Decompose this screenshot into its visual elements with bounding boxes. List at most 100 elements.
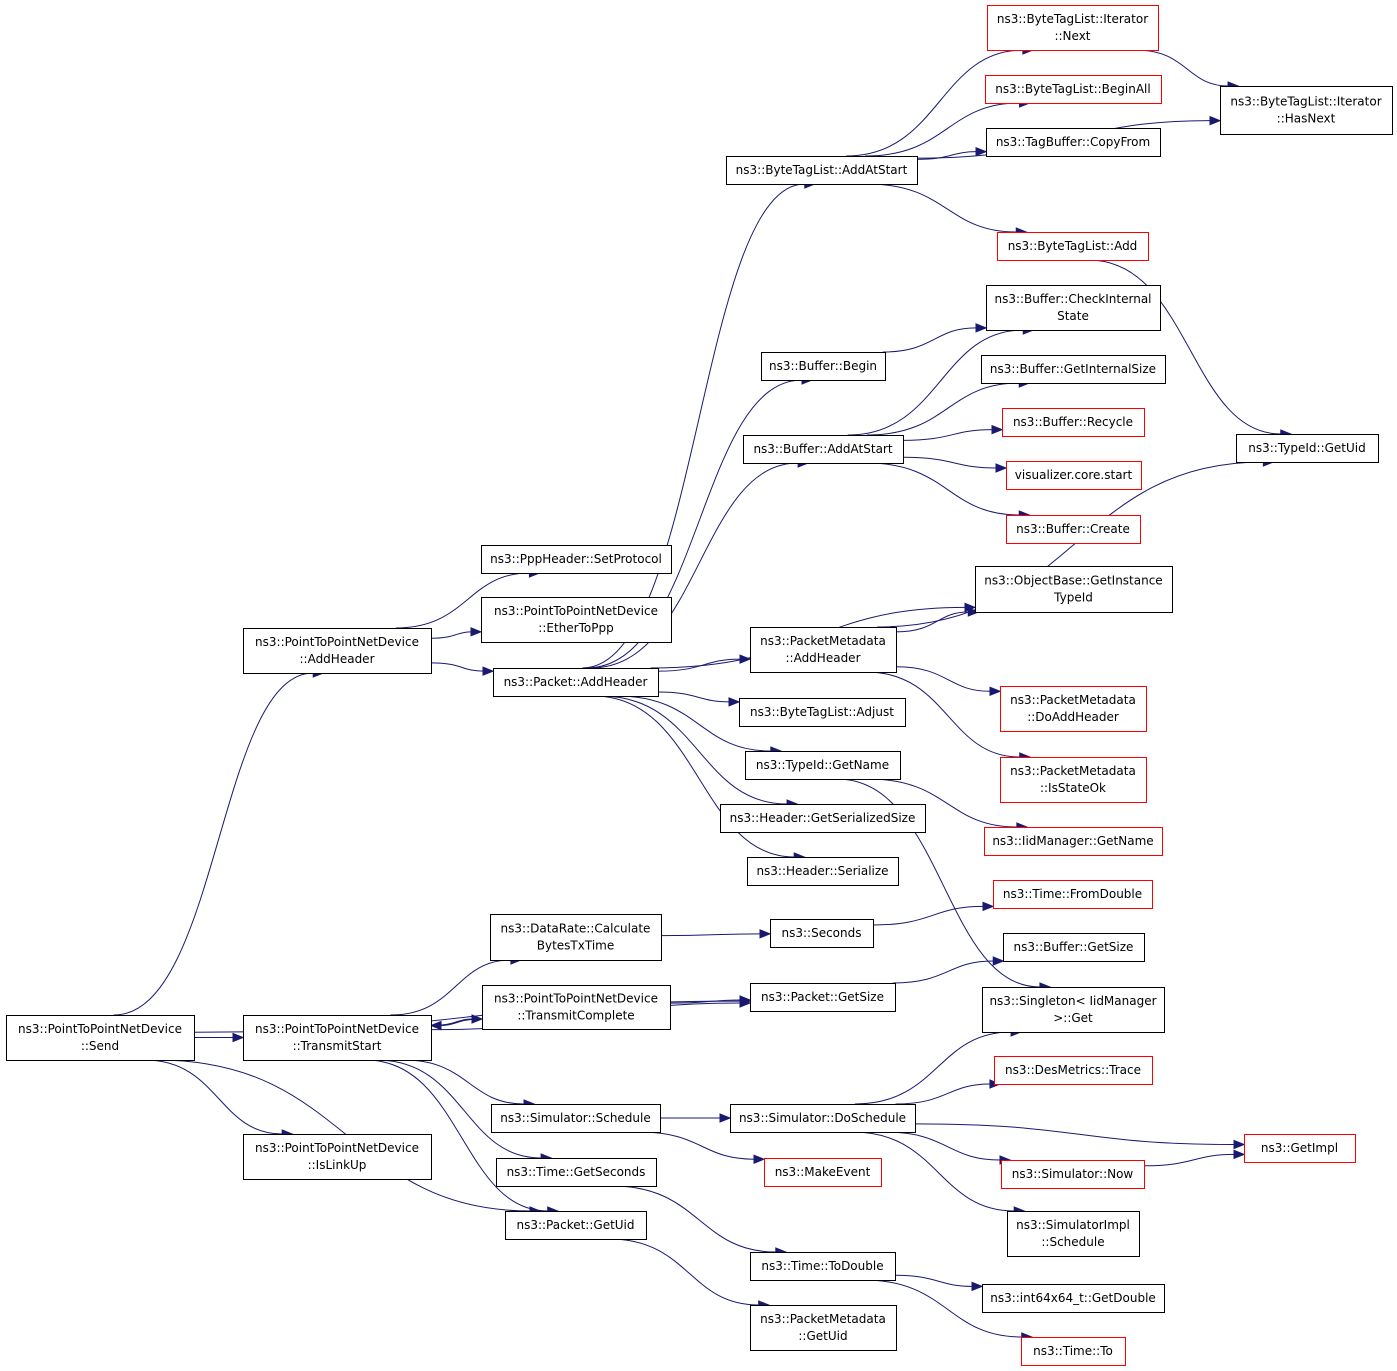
node-box [1006, 461, 1142, 490]
node-islinkup[interactable]: ns3::PointToPointNetDevice::IsLinkUp [243, 1134, 432, 1180]
node-label-line: BytesTxTime [537, 939, 614, 953]
edge-arrowhead-buffer-getsize [992, 956, 1005, 966]
node-buffer-addatstart[interactable]: ns3::Buffer::AddAtStart [743, 435, 904, 464]
node-buffer-recycle[interactable]: ns3::Buffer::Recycle [1002, 408, 1145, 437]
node-btl-beginall[interactable]: ns3::ByteTagList::BeginAll [985, 75, 1162, 104]
edge-arrowhead-sim-doschedule [719, 1113, 732, 1123]
node-box [743, 435, 904, 464]
node-box [720, 804, 926, 833]
node-transmitstart[interactable]: ns3::PointToPointNetDevice::TransmitStar… [243, 1015, 432, 1061]
node-sim-schedule[interactable]: ns3::Simulator::Schedule [491, 1104, 661, 1133]
node-transmitcomplete[interactable]: ns3::PointToPointNetDevice::TransmitComp… [482, 985, 671, 1030]
node-btl-adjust[interactable]: ns3::ByteTagList::Adjust [739, 698, 906, 727]
edge-btl-add-to-typeid-getuid [1088, 259, 1281, 435]
edge-sim-doschedule-to-simimpl-schedule [852, 1131, 1015, 1212]
node-box [493, 668, 659, 697]
edge-buffer-addatstart-to-buffer-checkinternal [847, 329, 1024, 436]
node-box [985, 75, 1162, 104]
node-sim-now[interactable]: ns3::Simulator::Now [1001, 1160, 1145, 1189]
node-time-fromdouble[interactable]: ns3::Time::FromDouble [993, 880, 1153, 909]
node-int64-getdouble[interactable]: ns3::int64x64_t::GetDouble [982, 1284, 1165, 1313]
edge-sim-doschedule-to-desmetrics-trace [895, 1083, 990, 1105]
node-pm-isstateok[interactable]: ns3::PacketMetadata::IsStateOk [1000, 757, 1147, 803]
edge-packet-addheader-to-btl-adjust [657, 691, 730, 703]
node-buffer-getinternalsize[interactable]: ns3::Buffer::GetInternalSize [981, 355, 1166, 384]
node-label-line: ::HasNext [1277, 112, 1336, 126]
node-time-getseconds[interactable]: ns3::Time::GetSeconds [496, 1158, 657, 1187]
node-sim-doschedule[interactable]: ns3::Simulator::DoSchedule [730, 1104, 916, 1133]
edge-sim-doschedule-to-getimpl [914, 1123, 1235, 1146]
node-p2p-addheader[interactable]: ns3::PointToPointNetDevice::AddHeader [243, 628, 432, 674]
node-desmetrics-trace[interactable]: ns3::DesMetrics::Trace [994, 1056, 1153, 1085]
node-time-todouble[interactable]: ns3::Time::ToDouble [750, 1252, 896, 1281]
node-packet-addheader[interactable]: ns3::Packet::AddHeader [493, 668, 659, 697]
node-label-line: ::GetUid [798, 1329, 847, 1343]
edge-transmitcomplete-to-transmitstart [440, 1018, 483, 1026]
node-pm-addheader[interactable]: ns3::PacketMetadata::AddHeader [750, 627, 897, 673]
node-box [1000, 757, 1147, 803]
node-btl-add[interactable]: ns3::ByteTagList::Add [997, 232, 1149, 261]
node-box [490, 914, 662, 961]
node-btl-it-next[interactable]: ns3::ByteTagList::Iterator::Next [987, 5, 1159, 51]
node-send[interactable]: ns3::PointToPointNetDevice::Send [6, 1015, 195, 1061]
edge-arrowhead-btl-adjust [728, 697, 741, 707]
node-label-line: ns3::Packet::GetSize [761, 990, 884, 1004]
node-makeevent[interactable]: ns3::MakeEvent [764, 1158, 882, 1187]
edge-transmitstart-to-sim-schedule [403, 1059, 525, 1105]
edge-sim-doschedule-to-singleton-get [854, 1031, 1012, 1105]
node-packet-getuid[interactable]: ns3::Packet::GetUid [505, 1211, 647, 1240]
node-getimpl[interactable]: ns3::GetImpl [1244, 1134, 1356, 1163]
edge-time-todouble-to-time-to [863, 1279, 1022, 1338]
node-time-to[interactable]: ns3::Time::To [1021, 1337, 1126, 1366]
node-label-line: ::DoAddHeader [1027, 710, 1119, 724]
node-tagbuffer-copyfrom[interactable]: ns3::TagBuffer::CopyFrom [986, 128, 1161, 157]
node-box [986, 128, 1161, 157]
node-packet-getsize[interactable]: ns3::Packet::GetSize [750, 983, 896, 1012]
node-box [481, 597, 672, 643]
node-label-line: ns3::TypeId::GetName [756, 758, 889, 772]
node-header-serialize[interactable]: ns3::Header::Serialize [747, 857, 899, 886]
node-label-line: ns3::Time::FromDouble [1003, 887, 1142, 901]
node-iidmgr-getname[interactable]: ns3::IidManager::GetName [984, 827, 1163, 856]
node-box [739, 698, 906, 727]
node-header-getsersize[interactable]: ns3::Header::GetSerializedSize [720, 804, 926, 833]
edge-pm-addheader-to-pm-doaddheader [895, 666, 991, 692]
edge-packet-getsize-to-buffer-getsize [892, 960, 994, 984]
edge-buffer-addatstart-to-buffer-recycle [902, 429, 993, 441]
node-label-line: ns3::Buffer::AddAtStart [753, 442, 892, 456]
node-singleton-get[interactable]: ns3::Singleton< IidManager >::Get [982, 987, 1165, 1033]
edge-transmitstart-to-time-getseconds [376, 1059, 542, 1159]
node-label-line: ::AddHeader [785, 651, 860, 665]
node-typeid-getuid[interactable]: ns3::TypeId::GetUid [1236, 434, 1379, 463]
node-pm-getuid[interactable]: ns3::PacketMetadata::GetUid [750, 1305, 897, 1351]
node-box [993, 880, 1153, 909]
node-label-line: ns3::IidManager::GetName [992, 834, 1153, 848]
node-label-line: ns3::Singleton< IidManager [989, 994, 1156, 1008]
node-label-line: ns3::DesMetrics::Trace [1005, 1063, 1141, 1077]
node-buffer-begin[interactable]: ns3::Buffer::Begin [761, 352, 886, 381]
node-label-line: ns3::Packet::AddHeader [504, 675, 648, 689]
node-seconds[interactable]: ns3::Seconds [770, 919, 874, 948]
node-label-line: ns3::PacketMetadata [760, 1312, 886, 1326]
node-box [482, 985, 671, 1030]
node-setprotocol[interactable]: ns3::PppHeader::SetProtocol [481, 545, 672, 574]
node-pm-doaddheader[interactable]: ns3::PacketMetadata::DoAddHeader [1000, 686, 1147, 732]
node-label-line: ns3::ByteTagList::Add [1008, 239, 1138, 253]
node-btl-it-hasnext[interactable]: ns3::ByteTagList::Iterator::HasNext [1220, 86, 1393, 135]
node-box [1002, 408, 1145, 437]
node-buffer-create[interactable]: ns3::Buffer::Create [1006, 515, 1141, 544]
node-buffer-getsize[interactable]: ns3::Buffer::GetSize [1003, 933, 1145, 962]
node-typeid-getname[interactable]: ns3::TypeId::GetName [745, 751, 901, 780]
node-box [750, 1305, 897, 1351]
node-ethertoppp[interactable]: ns3::PointToPointNetDevice::EtherToPpp [481, 597, 672, 643]
edge-arrowhead-time-fromdouble [982, 901, 995, 912]
node-viz-start[interactable]: visualizer.core.start [1006, 461, 1142, 490]
node-simimpl-schedule[interactable]: ns3::SimulatorImpl::Schedule [1007, 1211, 1140, 1257]
node-box [730, 1104, 916, 1133]
node-label-line: ns3::Buffer::GetInternalSize [990, 362, 1156, 376]
node-btl-addatstart[interactable]: ns3::ByteTagList::AddAtStart [726, 156, 918, 185]
node-label-line: ns3::TypeId::GetUid [1248, 441, 1366, 455]
